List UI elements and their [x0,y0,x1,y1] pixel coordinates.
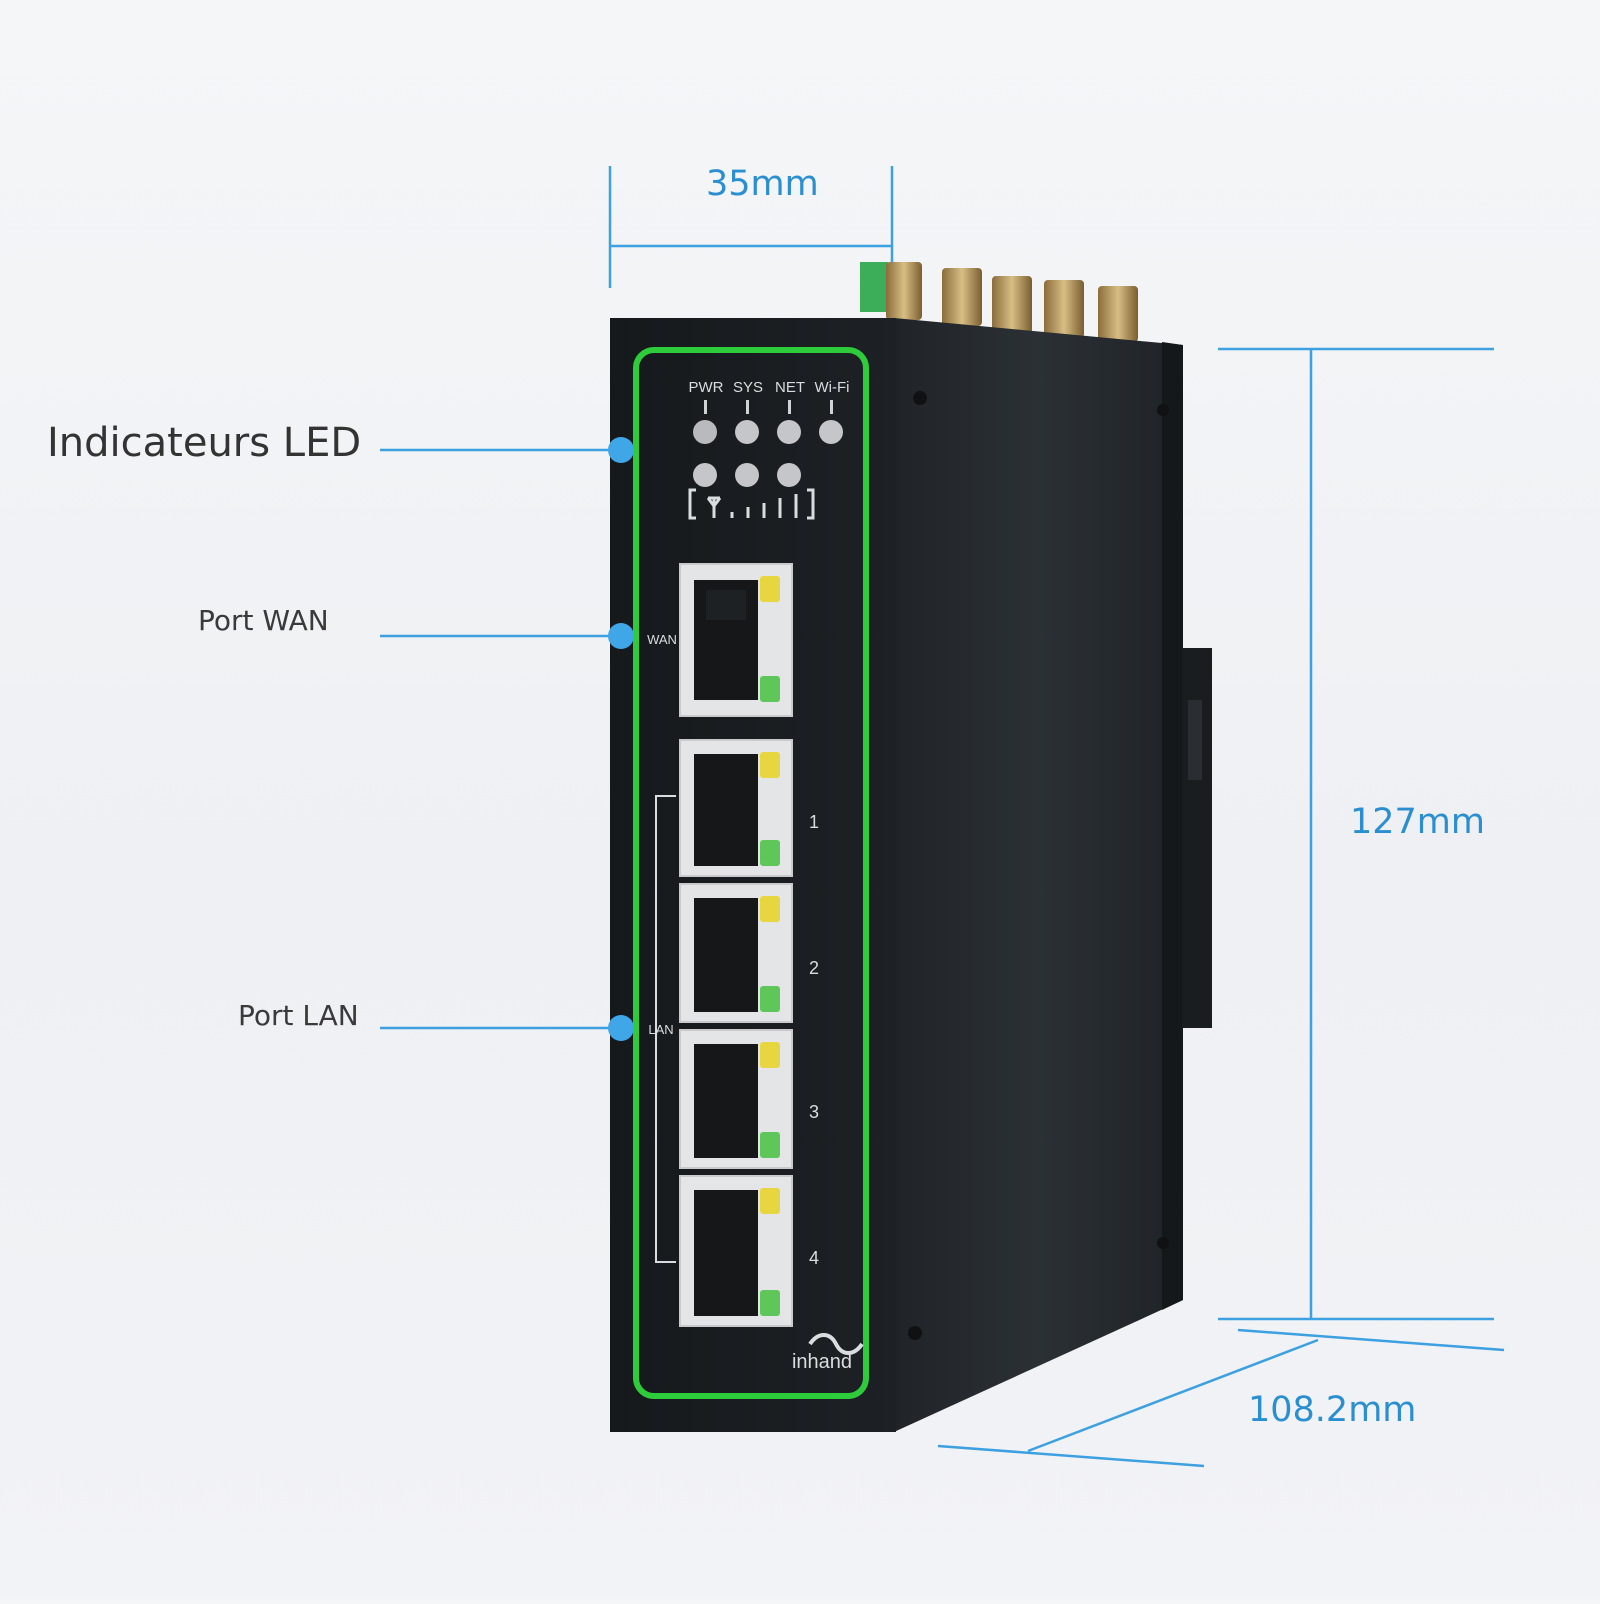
led-net-icon [777,420,801,444]
port-link-led-icon [760,1290,780,1316]
wan-port[interactable] [679,563,793,717]
led-sys-icon [735,420,759,444]
lan-port[interactable] [679,1029,793,1169]
wan-callout-label: Port WAN [198,604,329,637]
led-label-net: NET [775,379,805,396]
depth-dimension-tick [937,1444,1205,1468]
front-panel-border [633,347,869,1399]
port-number-2: 2 [809,958,819,978]
led-callout-label: Indicateurs LED [47,420,362,466]
screw-icon [913,391,927,405]
sma-connector-icon [1044,280,1084,338]
depth-dimension-label: 108.2mm [1248,1390,1417,1430]
lan-port[interactable] [679,883,793,1023]
sma-connector-icon [1098,286,1138,342]
port-link-led-icon [760,1132,780,1158]
port-number-4: 4 [809,1248,819,1268]
led-label-pwr: PWR [689,379,724,396]
port-link-led-icon [760,676,780,702]
antenna-connectors [860,262,1138,342]
device-side-rail [1162,342,1183,1310]
screw-icon [1157,1237,1169,1249]
sma-connector-icon [992,276,1032,334]
port-activity-led-icon [760,752,780,778]
lan-port[interactable] [679,1175,793,1327]
led-wifi-icon [819,420,843,444]
led-indicator-labels: PWR SYS NET Wi-Fi [689,379,850,396]
brand-logo: inhand [792,1333,864,1373]
lan-ports [679,739,793,1327]
status-leds [693,420,843,487]
screw-icon [908,1326,922,1340]
dimension-lines [380,166,1505,1468]
port-link-led-icon [760,986,780,1012]
port-link-led-icon [760,840,780,866]
depth-dimension-tick [1237,1328,1505,1352]
port-activity-led-icon [760,1188,780,1214]
lan-callout-label: Port LAN [238,999,359,1032]
width-dimension-label: 35mm [706,164,819,204]
port-activity-led-icon [760,1042,780,1068]
depth-dimension-line [1027,1338,1319,1453]
terminal-block-icon [860,262,888,312]
led-signal-icon [735,463,759,487]
port-number-1: 1 [809,812,819,832]
lan-port[interactable] [679,739,793,877]
sma-connector-icon [886,262,922,320]
port-number-3: 3 [809,1102,819,1122]
led-signal-icon [777,463,801,487]
lan-callout-dot [608,1015,634,1041]
lan-bracket [655,795,676,1263]
lan-label: LAN [648,1022,673,1037]
wan-label: WAN [647,632,677,647]
wan-callout-dot [608,623,634,649]
port-activity-led-icon [760,896,780,922]
port-activity-led-icon [760,576,780,602]
screw-icon [1157,404,1169,416]
led-signal-icon [693,463,717,487]
led-label-sys: SYS [733,379,763,396]
led-pwr-icon [693,420,717,444]
sma-connector-icon [942,268,982,326]
signal-strength-icon [688,488,815,520]
height-dimension-label: 127mm [1350,802,1485,842]
brand-text: inhand [792,1351,852,1373]
device-side [894,318,1183,1432]
led-label-wifi: Wi-Fi [815,379,850,396]
led-callout-dot [608,437,634,463]
